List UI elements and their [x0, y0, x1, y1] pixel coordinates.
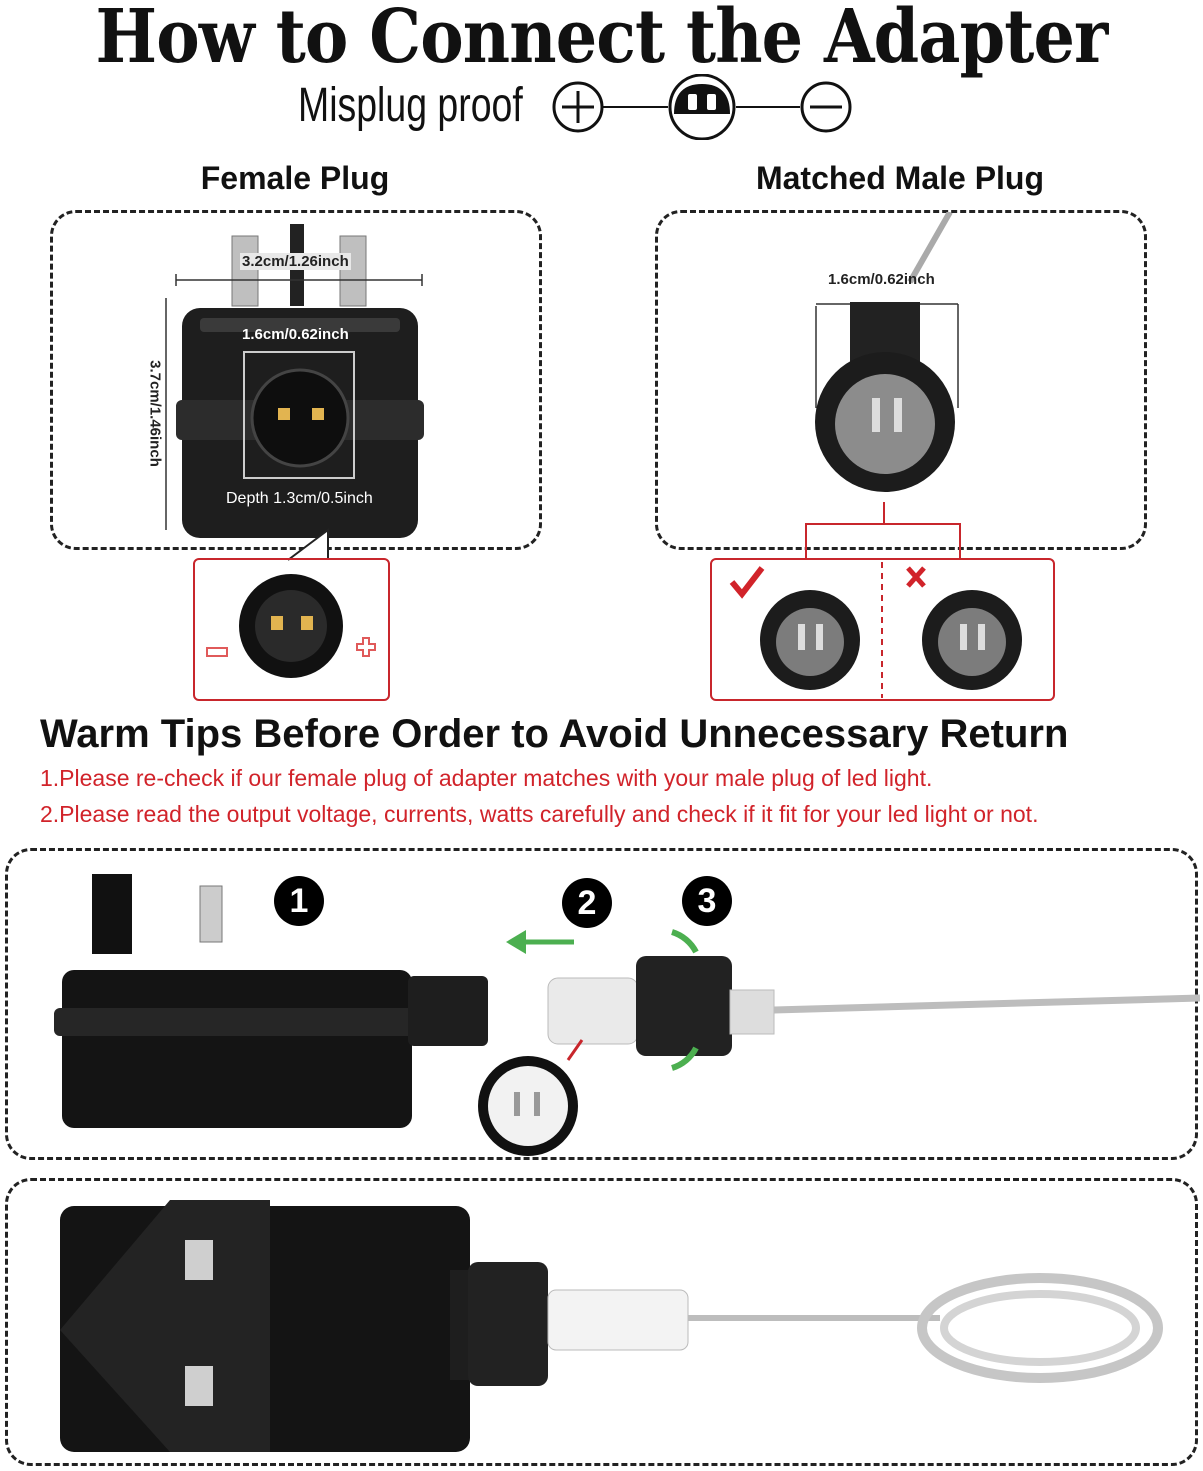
bracket-connector [805, 502, 961, 558]
callout-pointer [287, 528, 329, 561]
step-badge: 3 [682, 876, 732, 926]
subtitle: Misplug proof [298, 79, 523, 132]
orientation-compare [710, 558, 1055, 701]
connected-illustration [60, 1200, 1163, 1452]
plug-face-icon [668, 74, 736, 140]
male-plug-panel [655, 210, 1147, 550]
page-title: How to Connect the Adapter [95, 0, 1109, 80]
female-plug-illustration [165, 224, 424, 538]
cross-icon [906, 566, 926, 588]
female-plug-zoom [193, 558, 390, 701]
minus-icon [800, 81, 852, 133]
tips-title: Warm Tips Before Order to Avoid Unnecess… [40, 712, 1069, 756]
misplug-diagram [552, 74, 852, 140]
female-socket-label: 1.6cm/0.62inch [242, 326, 349, 343]
step-badge: 2 [562, 878, 612, 928]
steps-panel [5, 848, 1198, 1160]
steps-illustration [54, 874, 1200, 1156]
minus-icon [206, 647, 228, 657]
tip-item: 2.Please read the output voltage, curren… [40, 801, 1039, 827]
connected-panel [5, 1178, 1198, 1466]
male-plug-heading: Matched Male Plug [755, 160, 1045, 196]
female-socket-closeup [206, 574, 376, 678]
female-depth-label: Depth 1.3cm/0.5inch [226, 490, 373, 507]
check-icon [729, 566, 765, 599]
orientation-illustration [729, 562, 1022, 698]
male-width-label: 1.6cm/0.62inch [828, 271, 935, 288]
female-height-label: 3.7cm/1.46inch [146, 360, 164, 467]
female-plug-heading: Female Plug [200, 160, 390, 196]
plus-icon [552, 81, 604, 133]
female-plug-panel [50, 210, 542, 550]
female-width-label: 3.2cm/1.26inch [240, 253, 351, 270]
step-badge: 1 [274, 876, 324, 926]
tip-item: 1.Please re-check if our female plug of … [40, 765, 933, 791]
male-plug-illustration [815, 212, 959, 492]
plus-icon [356, 637, 376, 657]
